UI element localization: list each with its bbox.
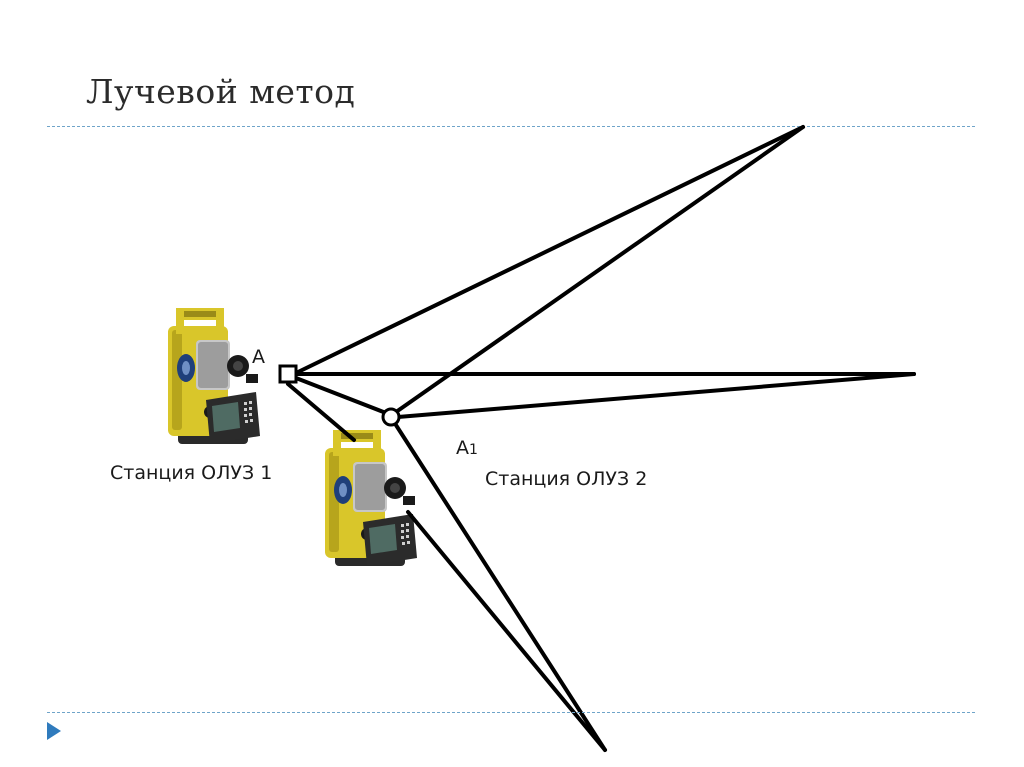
point-a1-label-sub: 1 <box>469 442 478 458</box>
ray-a1-to-bottom <box>392 420 607 752</box>
station-1-label: Станция ОЛУЗ 1 <box>110 462 273 484</box>
point-a1-label: A1 <box>456 437 478 459</box>
ray-a1-to-right <box>396 372 916 419</box>
total-station-1-icon <box>168 308 260 444</box>
point-a1-marker <box>381 407 401 427</box>
total-station-2-icon <box>325 430 417 566</box>
top-divider <box>47 126 975 127</box>
bottom-divider <box>47 712 975 713</box>
station-2-label: Станция ОЛУЗ 2 <box>485 468 648 490</box>
ray-a-to-a1 <box>294 376 388 415</box>
point-a1-label-main: A <box>456 437 469 459</box>
point-a-marker <box>278 364 298 384</box>
ray-a-to-top <box>294 125 805 375</box>
ray-a-to-bottom <box>286 382 356 442</box>
ray-a1-to-top <box>394 125 805 414</box>
point-a-label: A <box>252 346 265 368</box>
ray-bottom-return <box>406 510 607 752</box>
next-slide-arrow-icon[interactable] <box>47 722 61 740</box>
slide-title: Лучевой метод <box>86 72 356 111</box>
